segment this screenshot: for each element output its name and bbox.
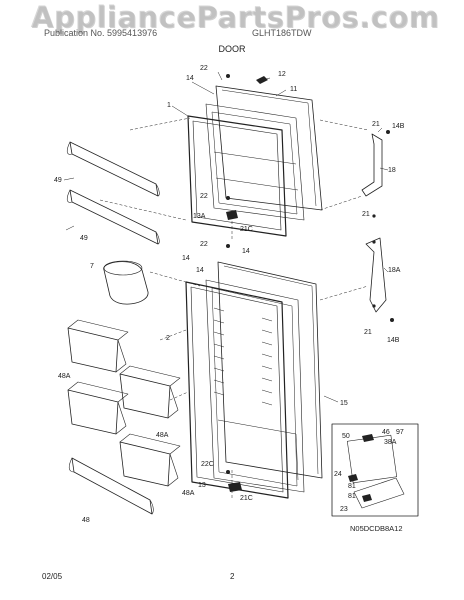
callout-21c-b: 21C (240, 495, 253, 502)
callout-23: 23 (340, 506, 348, 513)
section-title: DOOR (218, 44, 246, 54)
callout-48a-c: 48A (182, 490, 195, 497)
callout-21-c: 21 (364, 329, 372, 336)
diagram-code: N05DCDB8A12 (350, 524, 403, 533)
callout-21-a: 21 (372, 121, 380, 128)
callout-18: 18 (388, 167, 396, 174)
freezer-gasket (187, 115, 287, 237)
detail-inset (331, 423, 419, 517)
callout-48a-a: 48A (58, 373, 71, 380)
assembly-lines (99, 117, 369, 500)
freezer-shelf-upper (69, 141, 159, 197)
door-shelf-ribs (213, 307, 273, 406)
callout-14b-a: 14B (392, 123, 405, 130)
callout-15: 15 (340, 400, 348, 407)
callout-46: 46 (382, 429, 390, 436)
callout-81-b: 81 (348, 493, 356, 500)
callout-14-b: 14 (242, 248, 250, 255)
callout-18a: 18A (388, 267, 401, 274)
callout-48: 48 (82, 517, 90, 524)
callout-13a: 13A (193, 213, 206, 220)
hinge-cover-upper (226, 210, 238, 220)
door-bin-3 (67, 389, 119, 435)
watermark: AppliancePartsPros.com (30, 0, 440, 34)
callout-14-d: 14 (196, 267, 204, 274)
door-shelf-bottom (71, 457, 153, 515)
callout-22-a: 22 (200, 65, 208, 72)
freezer-door-outer (215, 85, 323, 211)
fasteners (226, 74, 394, 502)
callout-49-b: 49 (80, 235, 88, 242)
callout-14-c: 14 (182, 255, 190, 262)
door-bin-2 (119, 373, 171, 419)
callout-7: 7 (90, 263, 94, 270)
callout-21c-a: 21C (240, 226, 253, 233)
callout-14-a: 14 (186, 75, 194, 82)
fresh-food-gasket (185, 281, 289, 499)
dairy-compartment (103, 261, 149, 305)
publication-number: Publication No. 5995413976 (44, 28, 158, 38)
callout-22-b: 22 (200, 193, 208, 200)
freezer-door-liner (205, 103, 305, 221)
callout-97: 97 (396, 429, 404, 436)
fresh-food-door-outer (217, 261, 323, 479)
callout-13: 13 (198, 482, 206, 489)
footer-page-number: 2 (230, 572, 235, 581)
door-bin-4 (119, 441, 171, 487)
callout-24: 24 (334, 471, 342, 478)
callout-14b-b: 14B (387, 337, 400, 344)
callout-22-c: 22 (200, 241, 208, 248)
leader-lines (63, 71, 389, 403)
callout-49-a: 49 (54, 177, 62, 184)
door-bin-1 (67, 327, 119, 373)
callout-81-a: 81 (348, 483, 356, 490)
center-hinge (365, 237, 387, 313)
callout-11: 11 (290, 86, 297, 93)
callout-labels: 1 2 7 11 12 13 13A 14 14 14 14 14B 14B 1… (54, 65, 405, 524)
callout-2: 2 (166, 335, 170, 342)
footer-date: 02/05 (42, 572, 63, 581)
handle-plug (256, 76, 268, 84)
hinge-cover-lower (228, 482, 242, 492)
callout-50: 50 (342, 433, 350, 440)
callout-21-b: 21 (362, 211, 370, 218)
callout-1: 1 (167, 102, 171, 109)
fresh-food-door-liner (205, 279, 305, 493)
model-number: GLHT186TDW (252, 28, 312, 38)
callout-22c: 22C (201, 461, 214, 468)
callout-12: 12 (278, 71, 286, 78)
top-hinge (361, 133, 383, 197)
callout-48a-b: 48A (156, 432, 169, 439)
callout-38a: 38A (384, 439, 397, 446)
